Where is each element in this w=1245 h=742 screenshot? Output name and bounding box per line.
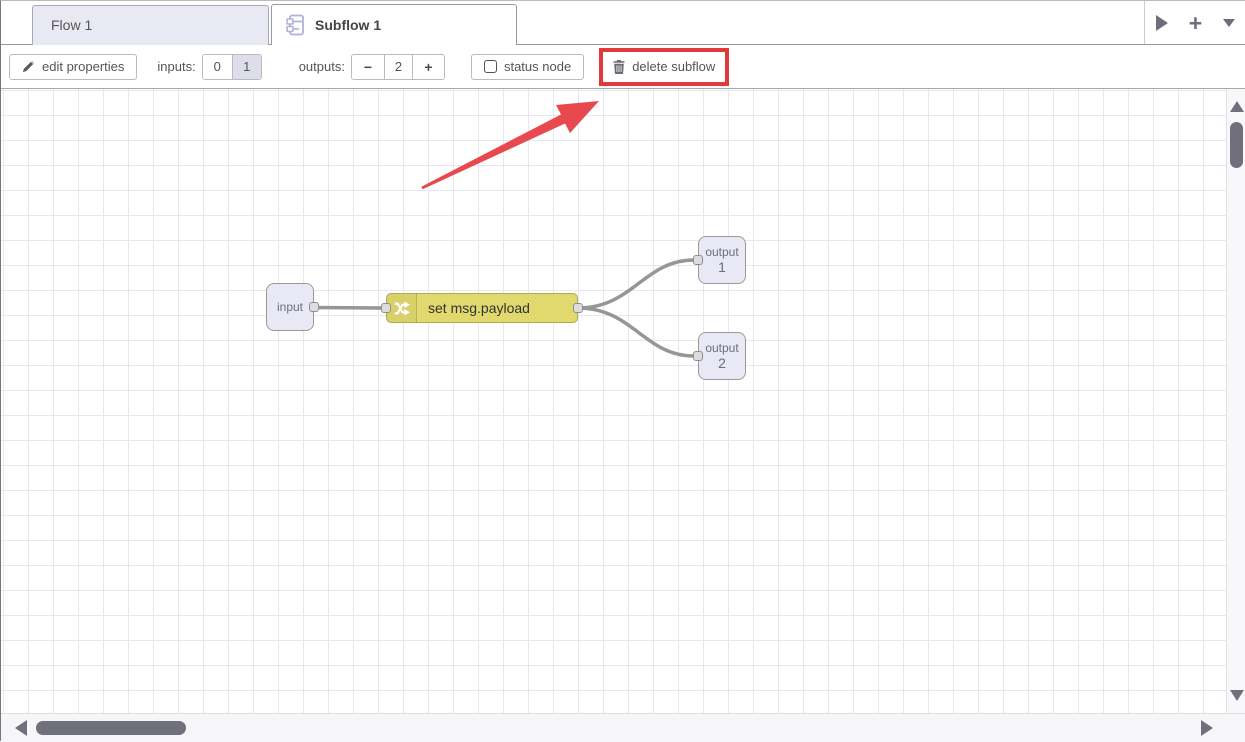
port-input-out[interactable] xyxy=(309,302,319,312)
port-change-in[interactable] xyxy=(381,303,391,313)
node-input-label: input xyxy=(276,299,304,314)
wire-change-to-output1[interactable] xyxy=(576,258,696,310)
scroll-down-icon[interactable] xyxy=(1230,690,1244,701)
flow-canvas[interactable]: input set msg.payload output 1 output 2 xyxy=(1,89,1226,713)
workspace-tabbar: Flow 1 Subflow 1 + xyxy=(1,1,1245,45)
edit-properties-label: edit properties xyxy=(42,59,125,74)
tab-flow-1-label: Flow 1 xyxy=(51,17,93,33)
inputs-option-1[interactable]: 1 xyxy=(231,54,261,79)
inputs-label: inputs: xyxy=(157,59,196,74)
delete-subflow-highlight-box: delete subflow xyxy=(599,47,730,86)
outputs-spinner-group: − 2 + xyxy=(350,53,445,80)
outputs-label: outputs: xyxy=(298,59,345,74)
inputs-option-0[interactable]: 0 xyxy=(202,54,232,79)
status-node-label: status node xyxy=(503,59,572,74)
node-output1-number: 1 xyxy=(718,258,726,275)
tab-subflow-1-label: Subflow 1 xyxy=(315,17,382,33)
scroll-tabs-right-icon[interactable] xyxy=(1155,14,1168,31)
outputs-value-field[interactable]: 2 xyxy=(383,54,412,79)
outputs-decrement-button[interactable]: − xyxy=(351,54,384,79)
edit-properties-button[interactable]: edit properties xyxy=(9,53,138,80)
port-output1-in[interactable] xyxy=(693,255,703,265)
outputs-increment-button[interactable]: + xyxy=(411,54,444,79)
change-node-label: set msg.payload xyxy=(428,300,530,316)
node-output2-number: 2 xyxy=(718,354,726,371)
wires-layer xyxy=(312,101,696,358)
status-node-checkbox[interactable] xyxy=(483,60,497,73)
scroll-left-icon[interactable] xyxy=(15,720,27,736)
subflow-toolbar: edit properties inputs: 0 1 outputs: − 2… xyxy=(1,45,1245,89)
subflow-icon xyxy=(286,14,306,36)
vertical-scrollbar[interactable] xyxy=(1226,89,1245,713)
port-change-out[interactable] xyxy=(573,303,583,313)
status-node-checkbox-button[interactable]: status node xyxy=(470,53,585,80)
scroll-up-icon[interactable] xyxy=(1230,101,1244,112)
add-flow-icon[interactable]: + xyxy=(1188,9,1203,36)
node-output2-label: output xyxy=(705,340,739,355)
annotation-arrow xyxy=(421,101,599,190)
node-output1-label: output xyxy=(705,244,739,259)
pencil-icon xyxy=(22,60,35,73)
wire-input-to-change[interactable] xyxy=(312,305,384,310)
wire-change-to-output2[interactable] xyxy=(576,306,696,358)
node-subflow-input[interactable]: input xyxy=(266,283,314,331)
delete-subflow-label: delete subflow xyxy=(632,59,716,74)
node-change[interactable]: set msg.payload xyxy=(386,293,578,323)
vertical-scrollbar-thumb[interactable] xyxy=(1230,122,1243,168)
tab-subflow-1[interactable]: Subflow 1 xyxy=(271,4,517,45)
scroll-right-icon[interactable] xyxy=(1201,720,1213,736)
flow-list-chevron-icon[interactable] xyxy=(1223,18,1236,27)
node-subflow-output-2[interactable]: output 2 xyxy=(698,332,746,380)
port-output2-in[interactable] xyxy=(693,351,703,361)
node-subflow-output-1[interactable]: output 1 xyxy=(698,236,746,284)
tabbar-divider xyxy=(1144,1,1145,44)
inputs-toggle-group: 0 1 xyxy=(201,53,262,80)
tab-flow-1[interactable]: Flow 1 xyxy=(32,5,269,45)
horizontal-scrollbar[interactable] xyxy=(1,713,1245,742)
shuffle-icon xyxy=(392,299,411,318)
change-icon-region xyxy=(387,294,417,322)
horizontal-scrollbar-thumb[interactable] xyxy=(36,721,186,735)
trash-icon xyxy=(613,59,625,74)
delete-subflow-button[interactable]: delete subflow xyxy=(613,59,715,74)
